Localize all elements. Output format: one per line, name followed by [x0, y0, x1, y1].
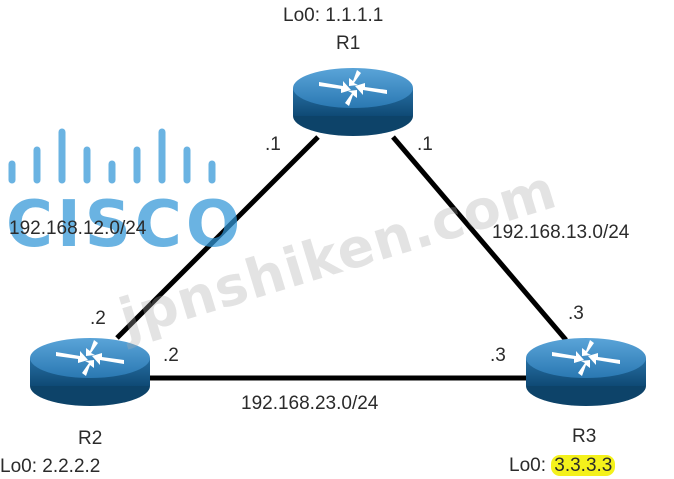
r3-name-label: R3 — [572, 426, 597, 447]
r1-name-label: R1 — [336, 33, 361, 54]
network-label-r1-r2: 192.168.12.0/24 — [9, 218, 147, 239]
r3-loopback-prefix: Lo0: — [509, 455, 552, 476]
r2-r3-interface-r3: .3 — [490, 345, 506, 366]
r1-r3-interface-r3: .3 — [568, 303, 584, 324]
link-r1-r2 — [115, 135, 320, 340]
router-r1-icon — [293, 68, 413, 136]
cisco-logo-bars — [8, 128, 216, 184]
link-r1-r3 — [391, 135, 568, 342]
r1-r3-interface-r1: .1 — [417, 134, 433, 155]
r3-loopback-highlight: 3.3.3.3 — [551, 455, 616, 476]
r2-name-label: R2 — [78, 428, 103, 449]
router-r3-icon — [526, 338, 646, 406]
r1-r2-interface-r2: .2 — [90, 308, 106, 329]
r3-loopback-label: Lo0: 3.3.3.3 — [509, 455, 616, 477]
r2-r3-interface-r2: .2 — [163, 345, 179, 366]
r1-loopback-label: Lo0: 1.1.1.1 — [283, 5, 384, 26]
cisco-logo-text: CISCO — [6, 188, 245, 262]
network-label-r1-r3: 192.168.13.0/24 — [492, 222, 630, 243]
network-label-r2-r3: 192.168.23.0/24 — [241, 393, 379, 414]
r2-loopback-label: Lo0: 2.2.2.2 — [0, 456, 101, 477]
r1-r2-interface-r1: .1 — [265, 134, 281, 155]
